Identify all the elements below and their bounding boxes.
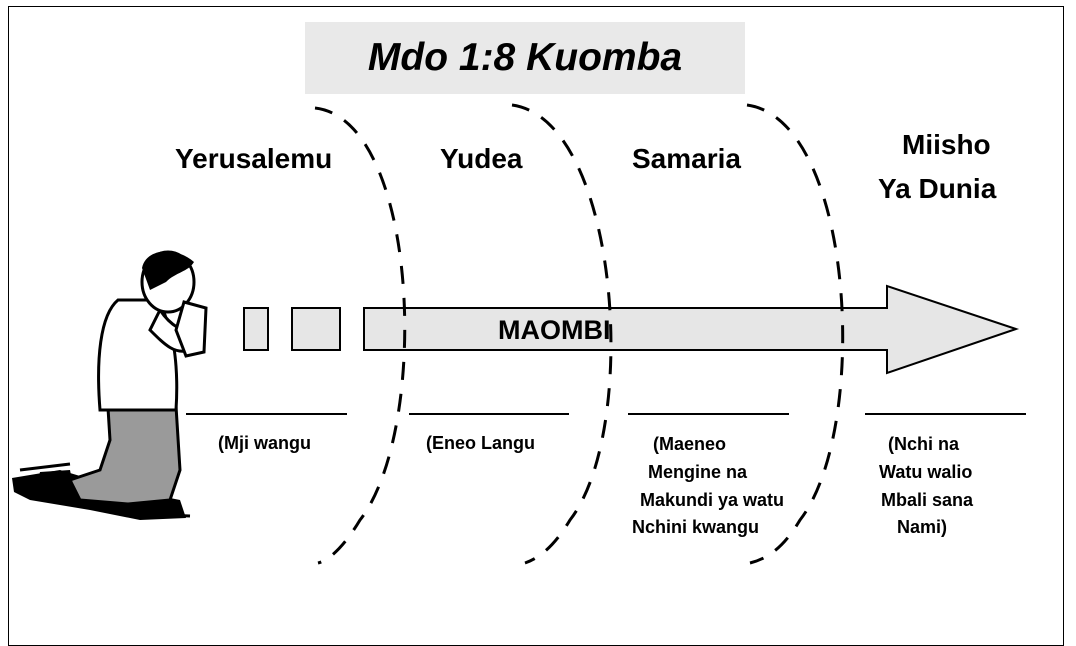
desc-4-line-1: (Nchi na bbox=[888, 434, 960, 454]
arrow-label: MAOMBI bbox=[498, 315, 611, 345]
desc-3-line-3: Makundi ya watu bbox=[640, 490, 785, 510]
desc-4-line-2: Watu walio bbox=[879, 462, 973, 482]
region-miisho-line2: Ya Dunia bbox=[878, 173, 997, 204]
maombi-arrow bbox=[363, 284, 1020, 375]
desc-4-line-3: Mbali sana bbox=[881, 490, 974, 510]
desc-3-line-4: Nchini kwangu bbox=[632, 517, 760, 537]
desc-4-line-4: Nami) bbox=[897, 517, 948, 537]
praying-person-icon bbox=[12, 250, 208, 520]
diagram-title: Mdo 1:8 Kuomba bbox=[367, 36, 683, 79]
desc-3-line-2: Mengine na bbox=[648, 462, 748, 482]
title-box bbox=[305, 22, 745, 94]
boundary-3 bbox=[746, 103, 845, 565]
desc-1-line-1: (Mji wangu bbox=[218, 433, 311, 453]
boundary-2 bbox=[511, 103, 613, 565]
boundary-1 bbox=[314, 106, 407, 565]
region-miisho-line1: Miisho bbox=[902, 129, 991, 160]
diagram-graphics bbox=[12, 103, 1026, 565]
small-box-1 bbox=[243, 307, 269, 351]
desc-3-line-1: (Maeneo bbox=[653, 434, 727, 454]
region-yudea: Yudea bbox=[440, 143, 523, 174]
region-samaria: Samaria bbox=[632, 143, 741, 174]
small-box-2 bbox=[291, 307, 341, 351]
region-yerusalemu: Yerusalemu bbox=[175, 143, 333, 174]
desc-2-line-1: (Eneo Langu bbox=[426, 433, 535, 453]
